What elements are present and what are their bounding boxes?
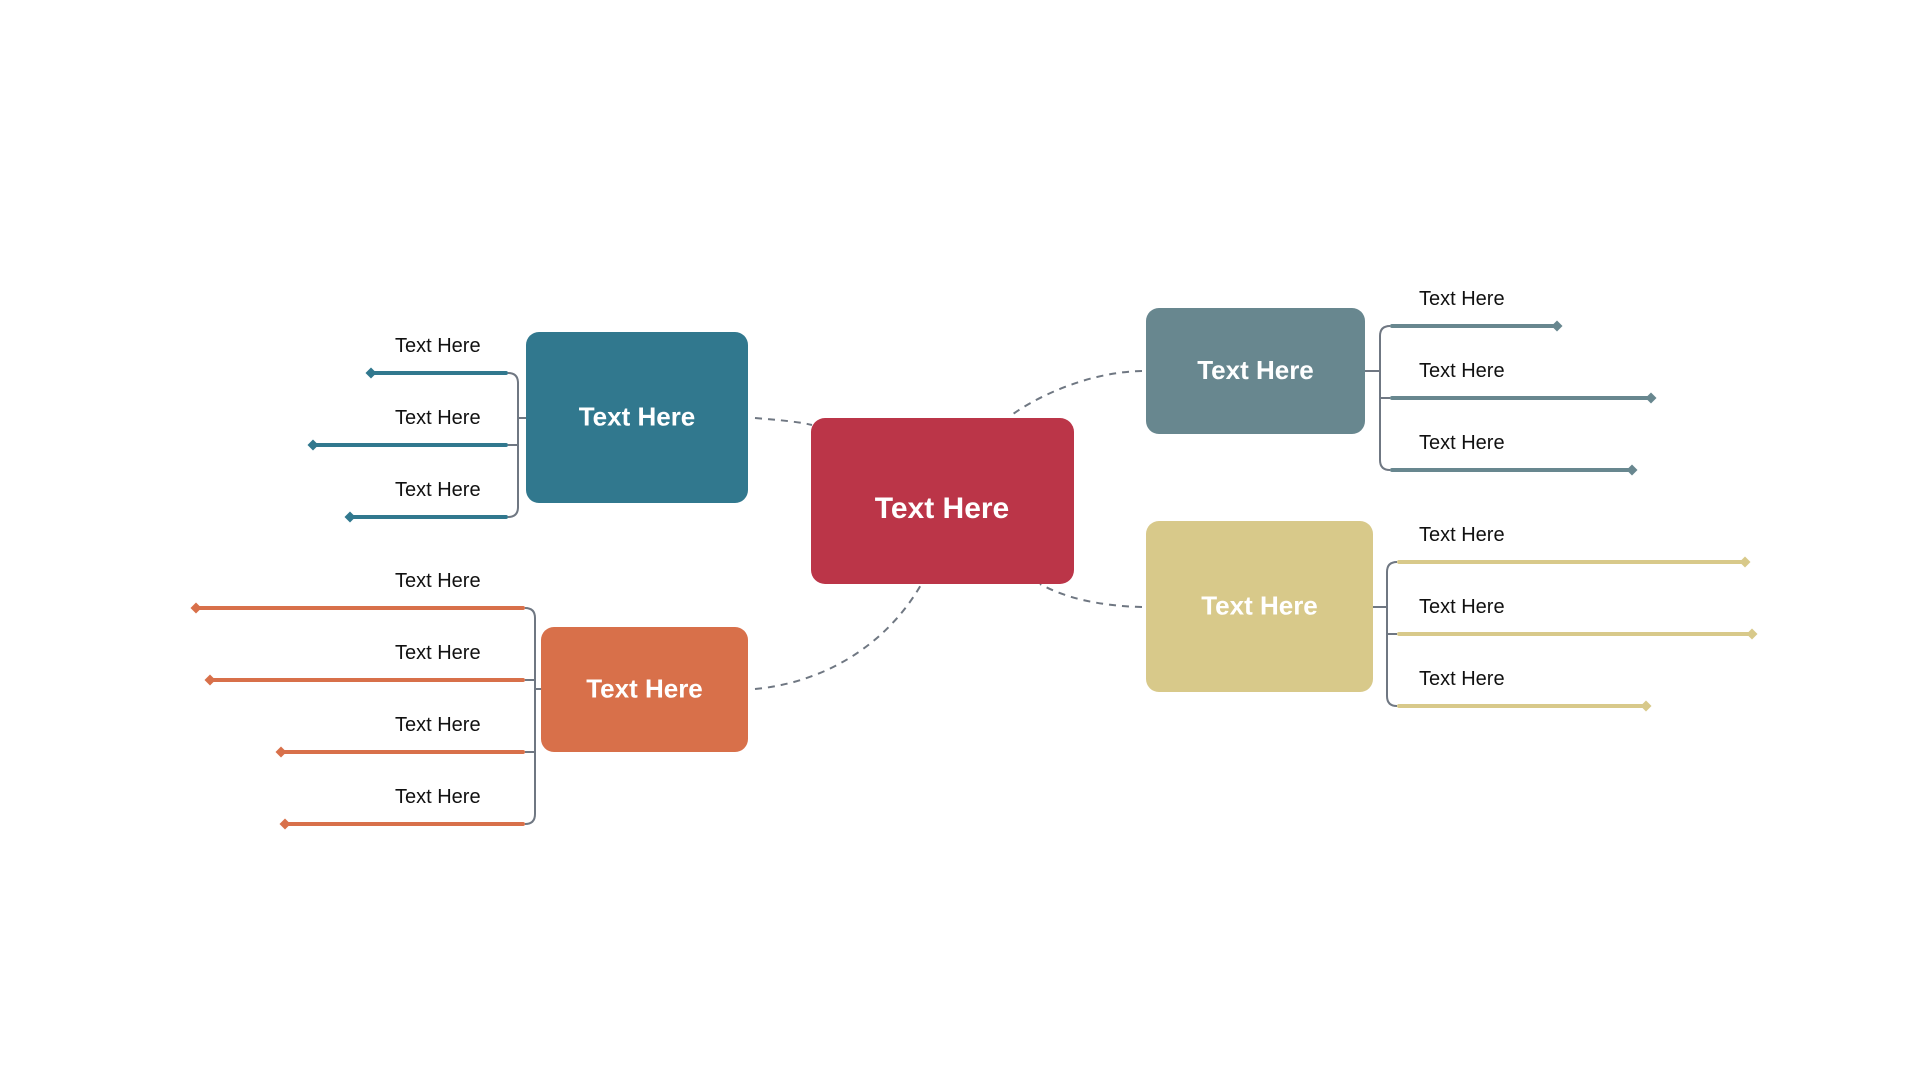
diamond-marker-icon [1739, 556, 1751, 568]
diamond-marker-icon [190, 602, 202, 614]
center-node-label: Text Here [875, 492, 1010, 525]
connector-left-bottom [754, 582, 923, 690]
leaf-label-left-top-1: Text Here [395, 407, 481, 429]
diamond-marker-icon [344, 511, 356, 523]
branch-node-left-bottom[interactable]: Text Here [541, 627, 748, 752]
diamond-marker-icon [1626, 464, 1638, 476]
branch-node-label: Text Here [1201, 590, 1318, 620]
branch-node-label: Text Here [586, 673, 703, 703]
center-node-box[interactable] [811, 418, 1074, 584]
leaf-label-left-bottom-3: Text Here [395, 786, 481, 808]
center-node[interactable]: Text Here [811, 418, 1074, 584]
branch-node-left-top[interactable]: Text Here [526, 332, 748, 503]
leaf-label-left-top-0: Text Here [395, 335, 481, 357]
leaf-label-left-bottom-0: Text Here [395, 570, 481, 592]
branch-node-box[interactable] [541, 627, 748, 752]
leaf-label-right-top-1: Text Here [1419, 360, 1505, 382]
leaf-label-right-top-2: Text Here [1419, 432, 1505, 454]
branch-node-label: Text Here [579, 401, 696, 431]
bracket-left-bottom [524, 607, 536, 825]
diamond-marker-icon [275, 746, 287, 758]
branch-node-box[interactable] [1146, 308, 1365, 434]
branch-node-label: Text Here [1197, 355, 1314, 385]
diamond-marker-icon [204, 674, 216, 686]
dashed-connectors [754, 370, 1143, 690]
connector-left-top [754, 417, 813, 426]
leaf-label-left-bottom-2: Text Here [395, 714, 481, 736]
diamond-marker-icon [1645, 392, 1657, 404]
diamond-marker-icon [1551, 320, 1563, 332]
branch-node-right-top[interactable]: Text Here [1146, 308, 1365, 434]
leaf-label-right-bottom-1: Text Here [1419, 596, 1505, 618]
branch-node-right-bottom[interactable]: Text Here [1146, 521, 1373, 692]
branch-node-box[interactable] [526, 332, 748, 503]
leaf-label-right-bottom-0: Text Here [1419, 524, 1505, 546]
diamond-marker-icon [1640, 700, 1652, 712]
diamond-marker-icon [307, 439, 319, 451]
connector-right-top [1012, 370, 1143, 415]
leaf-lines [190, 320, 1758, 830]
connector-right-bottom [1039, 583, 1143, 608]
leaf-brackets [507, 325, 1398, 825]
leaf-label-left-top-2: Text Here [395, 479, 481, 501]
branch-node-box[interactable] [1146, 521, 1373, 692]
leaf-label-right-bottom-2: Text Here [1419, 668, 1505, 690]
diamond-marker-icon [1746, 628, 1758, 640]
leaf-label-left-bottom-1: Text Here [395, 642, 481, 664]
leaf-label-right-top-0: Text Here [1419, 288, 1505, 310]
diamond-marker-icon [365, 367, 377, 379]
diamond-marker-icon [279, 818, 291, 830]
